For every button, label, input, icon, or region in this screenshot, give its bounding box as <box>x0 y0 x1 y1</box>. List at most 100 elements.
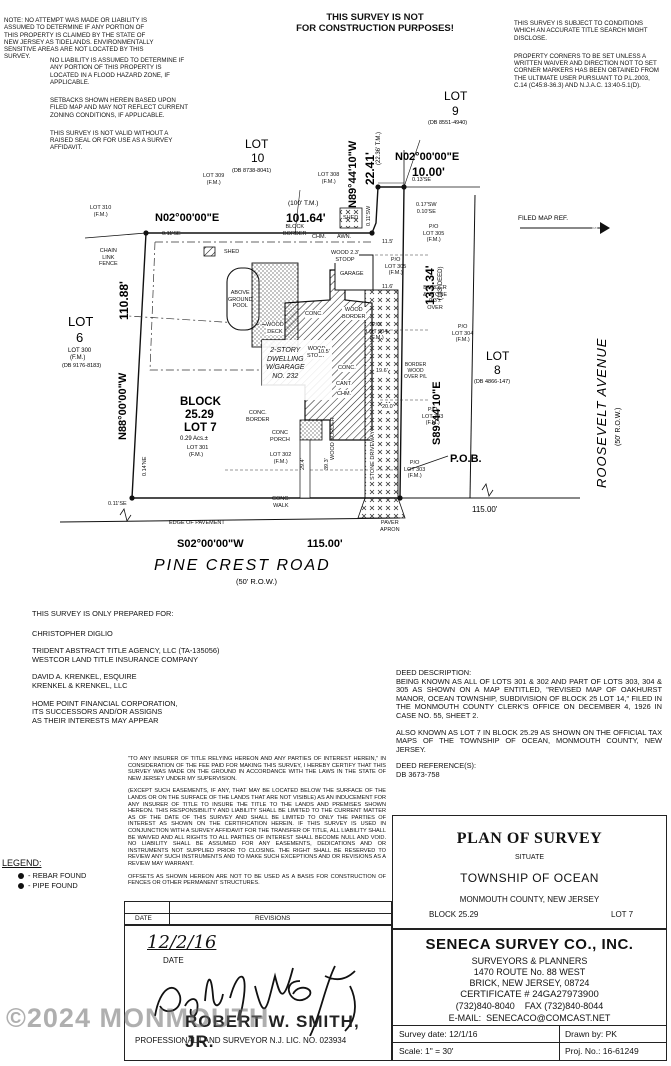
rebar-found-marker <box>397 495 403 501</box>
bearing-right: S89°44'10"E <box>431 381 443 445</box>
lot-divider-9 <box>403 139 421 188</box>
legend-item-rebar: - REBAR FOUND <box>18 871 86 880</box>
dist-top-left: 101.64' <box>286 211 326 225</box>
road-break-1 <box>481 483 494 497</box>
tm-vert-mid: (22.36' T.M.) <box>376 132 382 165</box>
north-arrow-icon: N <box>520 222 610 234</box>
label-lot309: LOT 309 (F.M.) <box>203 173 225 186</box>
label-lot305: P/O LOT 305 (F.M.) <box>423 224 445 243</box>
label-chain-fence: CHAIN LINK FENCE <box>99 248 118 267</box>
block-lot301: LOT 301 <box>187 445 208 451</box>
note-right-1: THIS SURVEY IS SUBJECT TO CONDITIONS WHI… <box>514 20 648 42</box>
prepared-line: WESTCOR LAND TITLE INSURANCE COMPANY <box>32 654 199 664</box>
warning-line-2: FOR CONSTRUCTION PURPOSES! <box>296 23 454 34</box>
label-wood-stoop-2: WOOD 2.3' STOOP <box>331 250 359 263</box>
certification-text-1: "TO ANY INSURER OF TITLE RELYING HEREON … <box>128 756 386 782</box>
lot10-ref: (DB 8738-8041) <box>232 168 271 174</box>
road-row: (50' R.O.W.) <box>236 577 278 586</box>
block-label: BLOCK <box>180 396 222 408</box>
revisions-label: REVISIONS <box>255 915 291 922</box>
pob-label: P.O.B. <box>450 453 482 465</box>
dist-left: 110.88' <box>117 281 131 320</box>
bearing-top-left: N02°00'00"E <box>155 212 219 224</box>
avenue-edge <box>469 194 476 499</box>
drawn-by: Drawn by: PK <box>565 1029 617 1039</box>
fence-line-left <box>149 241 260 371</box>
label-conc-1: CONC. <box>305 310 323 318</box>
label-ne-014: 0.14'NE <box>142 456 148 476</box>
deed-also: ALSO KNOWN AS LOT 7 IN BLOCK 25.29 AS SH… <box>396 727 662 754</box>
prepared-for: THIS SURVEY IS ONLY PREPARED FOR: CHRIST… <box>32 609 322 726</box>
company-sub: SURVEYORS & PLANNERS <box>471 956 588 966</box>
prepared-group-1: CHRISTOPHER DIGLIO <box>32 628 322 639</box>
signature-icon <box>154 965 356 1036</box>
label-d19-6: 19.6' <box>376 367 388 375</box>
rebar-found-marker <box>375 184 381 190</box>
prepared-heading: THIS SURVEY IS ONLY PREPARED FOR: <box>32 609 174 618</box>
prepared-group-3: DAVID A. KRENKEL, ESQUIRE KRENKEL & KREN… <box>32 673 322 690</box>
county: MONMOUTH COUNTY, NEW JERSEY <box>459 895 600 904</box>
note-right-2: PROPERTY CORNERS TO BE SET UNLESS A WRIT… <box>514 53 659 89</box>
adjoiner-top <box>84 232 147 239</box>
label-conc-porch: CONC PORCH <box>270 430 290 443</box>
block-lot: LOT 7 <box>184 422 217 434</box>
prepared-line: CHRISTOPHER DIGLIO <box>32 628 113 638</box>
deed-description: DEED DESCRIPTION: BEING KNOWN AS ALL OF … <box>396 668 662 780</box>
prepared-line: KRENKEL & KRENKEL, LLC <box>32 680 128 690</box>
company-addr2: BRICK, NEW JERSEY, 08724 <box>469 978 590 988</box>
label-cant: CANT. <box>336 380 352 388</box>
bearing-bottom: S02°00'00"W <box>177 538 244 550</box>
lot9-ref: (DB 8551-4940) <box>428 120 467 126</box>
legend-item-pipe: - PIPE FOUND <box>18 881 86 890</box>
prepared-line: HOME POINT FINANCIAL CORPORATION, <box>32 698 178 708</box>
prepared-line: DAVID A. KRENKEL, ESQUIRE <box>32 672 137 682</box>
label-chm-1: CHM. <box>312 234 327 240</box>
label-wood-deck: WOOD DECK <box>266 322 284 335</box>
label-border-wood: BORDER WOOD OVER P/L <box>404 362 428 380</box>
svg-text:N: N <box>592 224 598 233</box>
label-pool: ABOVE GROUND POOL <box>228 290 253 309</box>
label-d29-4: 29.4' <box>300 458 306 470</box>
lot6-num: 6 <box>76 330 83 345</box>
revisions-table: DATE REVISIONS <box>124 901 392 925</box>
label-block-border: BLOCK BORDER <box>283 224 307 237</box>
label-d39-3: 39.3' <box>324 458 330 470</box>
legend-pipe-label: - PIPE FOUND <box>28 881 78 890</box>
label-lot304-in: P/O LOT 304 (F.M.) <box>366 322 388 341</box>
notes-right: THIS SURVEY IS SUBJECT TO CONDITIONS WHI… <box>514 13 664 96</box>
bearing-top-right: N02°00'00"E <box>395 151 459 163</box>
lot9-title: LOT <box>444 89 468 103</box>
prepared-line: ITS SUCCESSORS AND/OR ASSIGNS <box>32 707 163 717</box>
signature-area: 12/2/16 DATE ROBERT W. SMITH, JR. PROFES… <box>124 925 392 1061</box>
legend: LEGEND: - REBAR FOUND - PIPE FOUND <box>2 858 86 890</box>
label-sw-017: 0.17'SW 0.10'SE <box>416 202 437 215</box>
label-lot303-in: P/O LOT 303 (F.M.) <box>404 460 426 479</box>
pipe-icon <box>18 882 24 889</box>
lot6-title: LOT <box>68 314 93 329</box>
label-se-013: 0.13'SE <box>412 177 432 183</box>
header-warning: THIS SURVEY IS NOT FOR CONSTRUCTION PURP… <box>290 12 460 34</box>
label-d20-0: 20.0' <box>382 403 394 411</box>
edge-of-pavement-line <box>59 517 401 523</box>
plan-title: PLAN OF SURVEY <box>456 830 603 847</box>
signature-date-label: DATE <box>163 956 184 965</box>
offsets-note: OFFSETS AS SHOWN HEREON ARE NOT TO BE US… <box>128 873 386 887</box>
watermark: ©2024 MONMOUTH <box>6 1003 270 1033</box>
legend-heading: LEGEND: <box>2 858 42 868</box>
paver-apron <box>357 497 406 519</box>
note-1: NOTE: NO ATTEMPT WAS MADE OR LIABILITY I… <box>4 17 154 61</box>
company-info-hdivider <box>393 1042 666 1043</box>
prepared-line: AS THEIR INTERESTS MAY APPEAR <box>32 715 159 725</box>
survey-date: Survey date: 12/1/16 <box>399 1029 478 1039</box>
rebar-icon <box>18 872 24 879</box>
prepared-group-4: HOME POINT FINANCIAL CORPORATION, ITS SU… <box>32 698 322 726</box>
surveyor-name: ROBERT W. SMITH, JR. <box>185 1012 360 1051</box>
certification-text-2: (EXCEPT SUCH EASEMENTS, IF ANY, THAT MAY… <box>128 788 386 867</box>
scale: Scale: 1" = 30' <box>399 1046 454 1056</box>
lot8-ref: (DB 4866-147) <box>474 379 510 385</box>
label-lot302: LOT 302 (F.M.) <box>270 452 292 465</box>
shed <box>203 246 216 257</box>
block-number: 25.29 <box>185 409 214 421</box>
lot8-title: LOT <box>486 349 510 363</box>
title-block: PLAN OF SURVEY SITUATE TOWNSHIP OF OCEAN… <box>392 815 667 929</box>
